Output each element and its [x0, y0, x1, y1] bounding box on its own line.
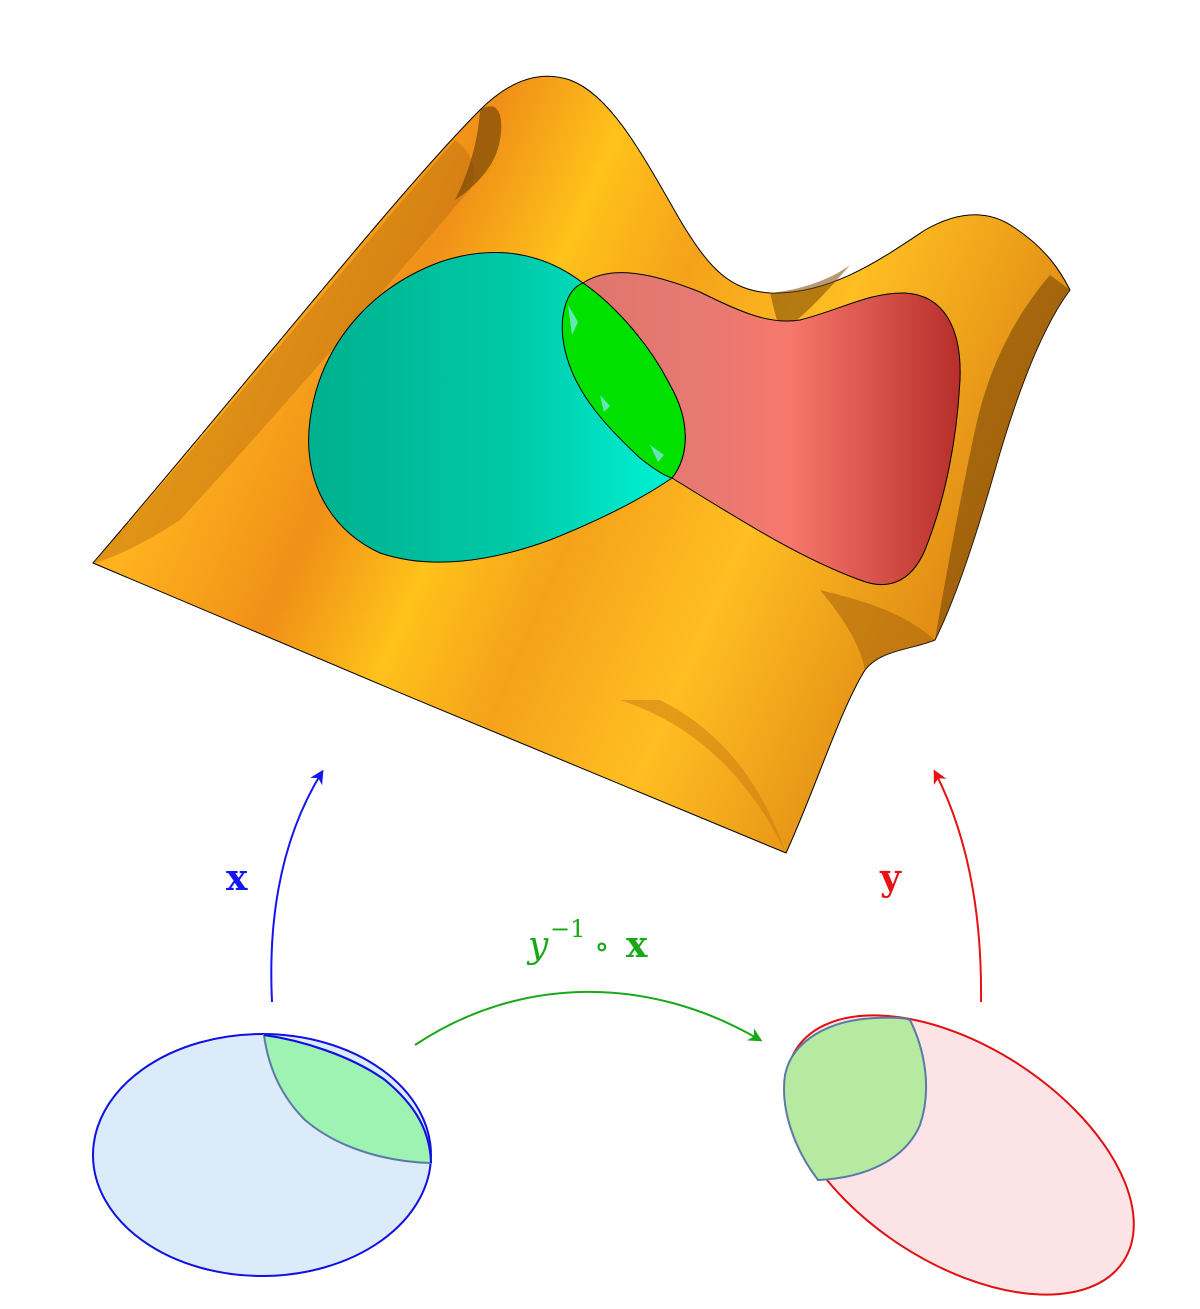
manifold-surface: [92, 75, 1071, 854]
surface-overlap: [561, 282, 686, 479]
chart-y-overlap: [783, 1016, 928, 1182]
label-y: y: [879, 857, 902, 899]
arrow-transition: [414, 990, 763, 1046]
label-transition-exponent: −1: [550, 915, 585, 943]
arrows: [270, 769, 983, 1046]
label-transition-x: x: [626, 924, 648, 966]
label-transition-compose: ∘: [594, 927, 610, 965]
surface-shadow-right: [935, 275, 1070, 640]
label-x: x: [226, 857, 248, 899]
surface-shadow-peak: [455, 106, 502, 200]
chart-y-domain: [783, 1014, 1135, 1296]
chart-x-outline-top: [263, 1034, 432, 1164]
surface-shadow-left: [93, 140, 475, 563]
arrow-x: [270, 769, 324, 1003]
arrow-y: [933, 769, 983, 1003]
surface-shadow-trough: [820, 590, 935, 670]
surface-shadow-valley: [770, 265, 850, 330]
label-transition-y: y: [526, 925, 549, 966]
chart-x-domain: [92, 1033, 433, 1277]
surface-shadow-front: [620, 700, 786, 853]
label-transition: y −1 ∘ x: [526, 915, 648, 966]
